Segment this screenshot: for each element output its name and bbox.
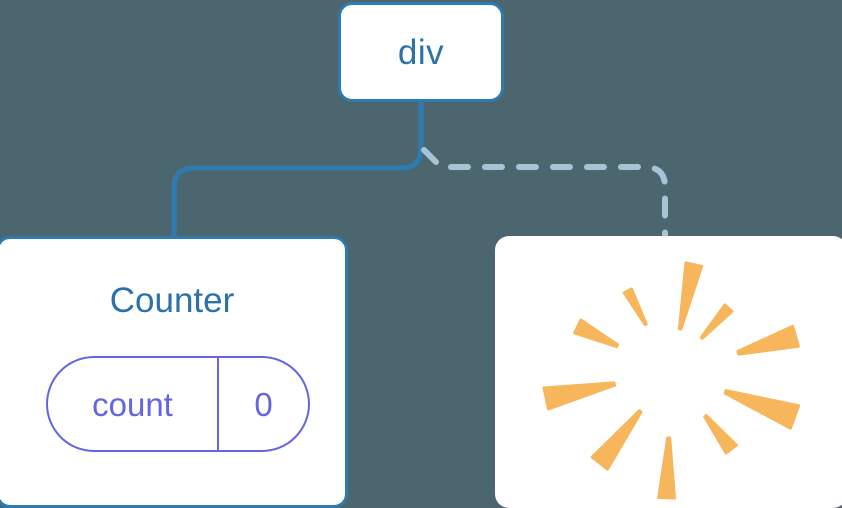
sparkle-ray-6 [657, 436, 676, 500]
edge-root-to-sparkle [421, 147, 668, 241]
sparkle-ray-5 [703, 414, 738, 455]
sparkle-ray-9 [573, 318, 619, 349]
sparkle-ray-3 [736, 324, 800, 356]
sparkle-ray-10 [622, 287, 648, 327]
sparkle-ray-1 [677, 261, 704, 331]
sparkle-ray-7 [590, 409, 643, 471]
state-value-label: 0 [254, 385, 273, 423]
state-key-label: count [48, 358, 219, 450]
node-div[interactable]: div [338, 2, 504, 102]
edge-root-to-counter [171, 97, 424, 241]
node-counter-label: Counter [109, 281, 235, 320]
node-counter[interactable]: Counter count 0 [0, 236, 348, 508]
node-rerender-sparkle[interactable] [495, 236, 842, 508]
state-pill-count[interactable]: count 0 [46, 356, 310, 452]
sparkle-ray-2 [699, 303, 734, 340]
node-div-label: div [397, 32, 445, 72]
sparkle-ray-4 [723, 389, 801, 430]
sparkle-ray-8 [542, 381, 616, 411]
sparkle-burst-icon [542, 261, 801, 500]
